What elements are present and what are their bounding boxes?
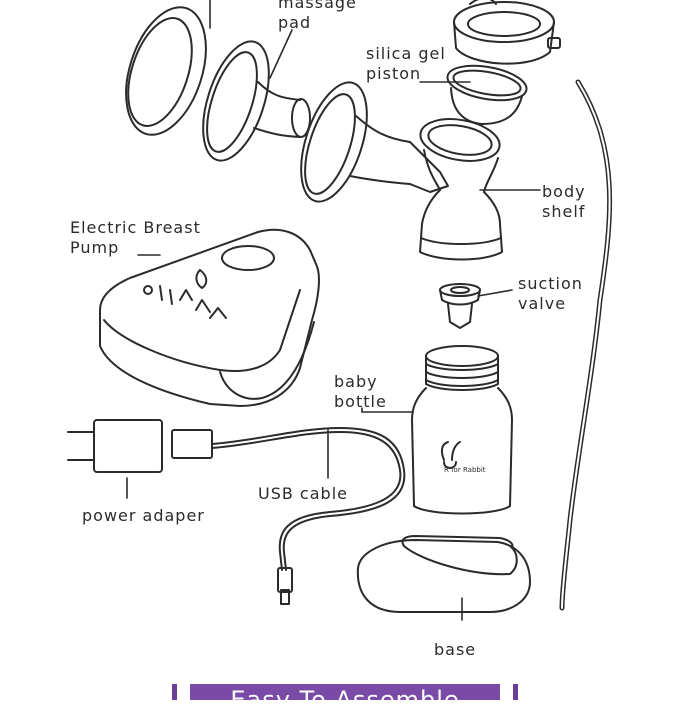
assemble-banner: Easy To Assemble xyxy=(172,684,518,700)
massage-pad-ring xyxy=(125,6,207,136)
label-baby-bottle: baby bottle xyxy=(334,372,387,412)
label-body-shelf-line1: body xyxy=(542,182,586,201)
banner-bar xyxy=(172,684,518,700)
label-usb-cable: USB cable xyxy=(258,484,348,503)
bottle-base xyxy=(356,535,531,613)
label-pump-line2: Pump xyxy=(70,238,120,257)
massage-pad-funnel xyxy=(202,40,311,162)
label-bottle-line2: bottle xyxy=(334,392,387,411)
suction-valve xyxy=(439,283,481,329)
label-suction-line2: valve xyxy=(518,294,567,313)
silica-gel-piston xyxy=(446,64,528,125)
label-electric-breast-pump: Electric Breast Pump xyxy=(70,218,201,258)
label-silica-line1: silica gel xyxy=(366,44,446,63)
label-silica-gel-piston: silica gel piston xyxy=(366,44,446,84)
breast-shield xyxy=(300,81,449,203)
banner-text: Easy To Assemble xyxy=(230,686,460,700)
label-suction-line1: suction xyxy=(518,274,583,293)
label-power-adapter: power adaper xyxy=(82,506,205,525)
body-shelf xyxy=(419,118,503,261)
pump-motor-unit xyxy=(99,228,320,407)
baby-bottle xyxy=(411,345,513,515)
label-base: base xyxy=(434,640,477,659)
label-suction-valve: suction valve xyxy=(518,274,583,314)
label-massage-pad-line1: massage xyxy=(278,0,357,12)
label-bottle-line1: baby xyxy=(334,372,378,391)
label-body-shelf-line2: shelf xyxy=(542,202,586,221)
pump-cap xyxy=(453,0,561,65)
label-body-shelf: body shelf xyxy=(542,182,586,222)
banner-fill xyxy=(190,684,500,700)
label-pump-line1: Electric Breast xyxy=(70,218,201,237)
label-silica-line2: piston xyxy=(366,64,422,83)
bottle-brand: R for Rabbit xyxy=(444,466,486,474)
leader-lines xyxy=(126,0,541,621)
label-massage-pad-line2: pad xyxy=(278,13,312,32)
power-adapter xyxy=(67,419,163,473)
usb-cable xyxy=(171,427,406,605)
label-massage-pad: massage pad xyxy=(278,0,357,33)
